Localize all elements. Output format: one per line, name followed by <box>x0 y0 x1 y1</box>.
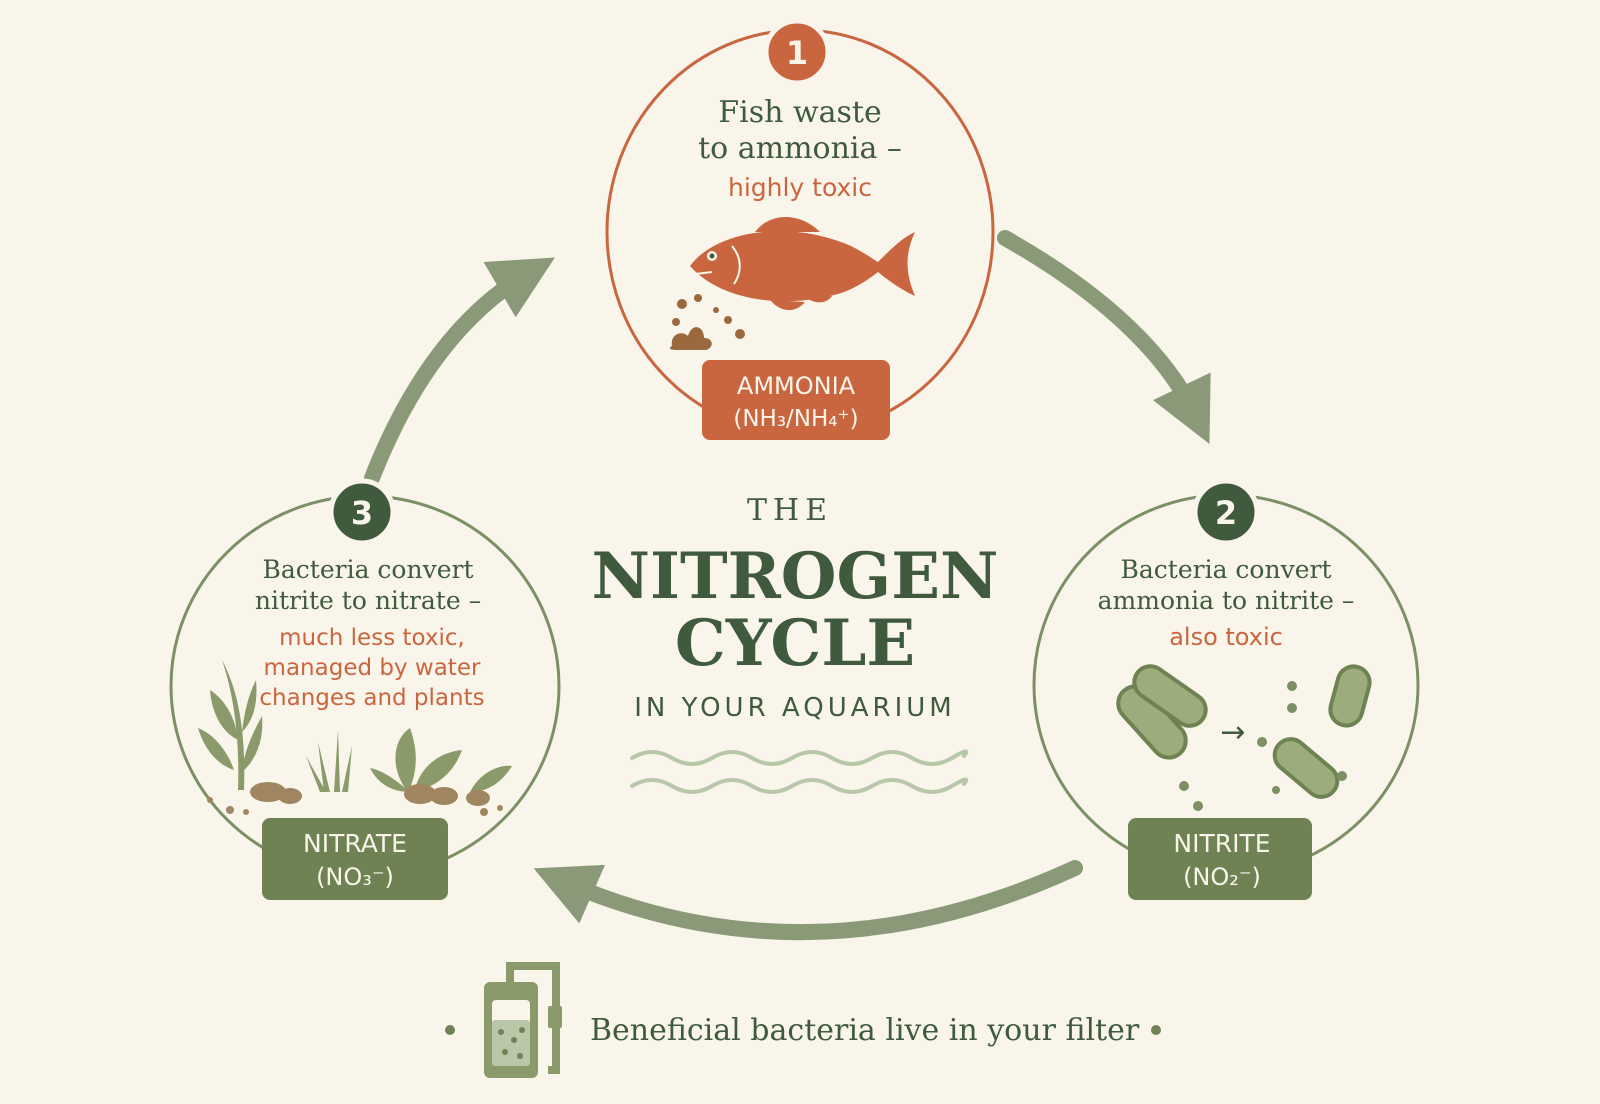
stage-3-nitrate: 3 Bacteria convert nitrite to nitrate – … <box>169 478 561 900</box>
stage-1-toxicity: highly toxic <box>728 173 872 202</box>
aquarium-filter-icon <box>484 962 562 1078</box>
stage-2-text-line1: Bacteria convert <box>1121 555 1332 584</box>
stage-1-text-line1: Fish waste <box>718 95 881 130</box>
aquatic-plants-icon <box>198 660 512 816</box>
title-line1: NITROGEN <box>592 539 999 614</box>
stage-2-number: 2 <box>1215 494 1237 532</box>
fish-icon <box>690 217 915 311</box>
stage-2-text-line2: ammonia to nitrite – <box>1098 586 1355 615</box>
footer-bullet-left <box>445 1025 455 1035</box>
stage-3-text-line1: Bacteria convert <box>263 555 474 584</box>
bacteria-icon <box>1116 664 1372 811</box>
stage-3-toxicity-line3: changes and plants <box>259 685 484 711</box>
stage-1-ammonia: 1 Fish waste to ammonia – highly toxic A… <box>605 18 995 440</box>
central-title: THE NITROGEN CYCLE IN YOUR AQUARIUM <box>592 493 999 794</box>
stage-1-number: 1 <box>786 34 808 72</box>
title-subtitle: IN YOUR AQUARIUM <box>634 693 955 723</box>
water-waves-icon <box>630 749 969 794</box>
nitrate-label-box <box>262 818 448 900</box>
footer-text: Beneficial bacteria live in your filter <box>590 1013 1140 1048</box>
nitrate-label-formula: (NO₃⁻) <box>316 863 394 891</box>
ammonia-label-name: AMMONIA <box>737 372 856 400</box>
stage-2-nitrite: 2 Bacteria convert ammonia to nitrite – … <box>1032 478 1420 900</box>
stage-2-number-badge <box>1192 478 1260 546</box>
arrow-3-to-1 <box>364 257 555 486</box>
stage-3-toxicity-line1: much less toxic, <box>279 625 465 651</box>
stage-1-number-badge <box>763 18 831 86</box>
stage-3-toxicity-line2: managed by water <box>264 655 481 681</box>
footer: Beneficial bacteria live in your filter <box>445 962 1161 1078</box>
ammonia-label-box <box>702 360 890 440</box>
arrow-1-to-2 <box>997 230 1211 444</box>
stage-3-number-badge <box>328 478 396 546</box>
cycle-arrows <box>364 230 1211 941</box>
arrow-2-to-3 <box>533 860 1083 941</box>
stage-3-text-line2: nitrite to nitrate – <box>255 586 481 615</box>
nitrite-label-name: NITRITE <box>1173 829 1270 858</box>
stage-1-text-line2: to ammonia – <box>698 131 902 166</box>
nitrite-label-box <box>1128 818 1312 900</box>
title-the: THE <box>747 493 833 528</box>
nitrite-label-formula: (NO₂⁻) <box>1183 863 1261 891</box>
footer-bullet-right <box>1151 1025 1161 1035</box>
nitrate-label-name: NITRATE <box>303 829 407 858</box>
stage-2-toxicity: also toxic <box>1169 623 1283 651</box>
fish-waste-icon <box>669 294 745 350</box>
ammonia-label-formula: (NH₃/NH₄⁺) <box>733 406 858 432</box>
arrow-right-icon: → <box>1220 715 1245 750</box>
stage-3-number: 3 <box>351 494 373 532</box>
title-line2: CYCLE <box>675 606 915 681</box>
